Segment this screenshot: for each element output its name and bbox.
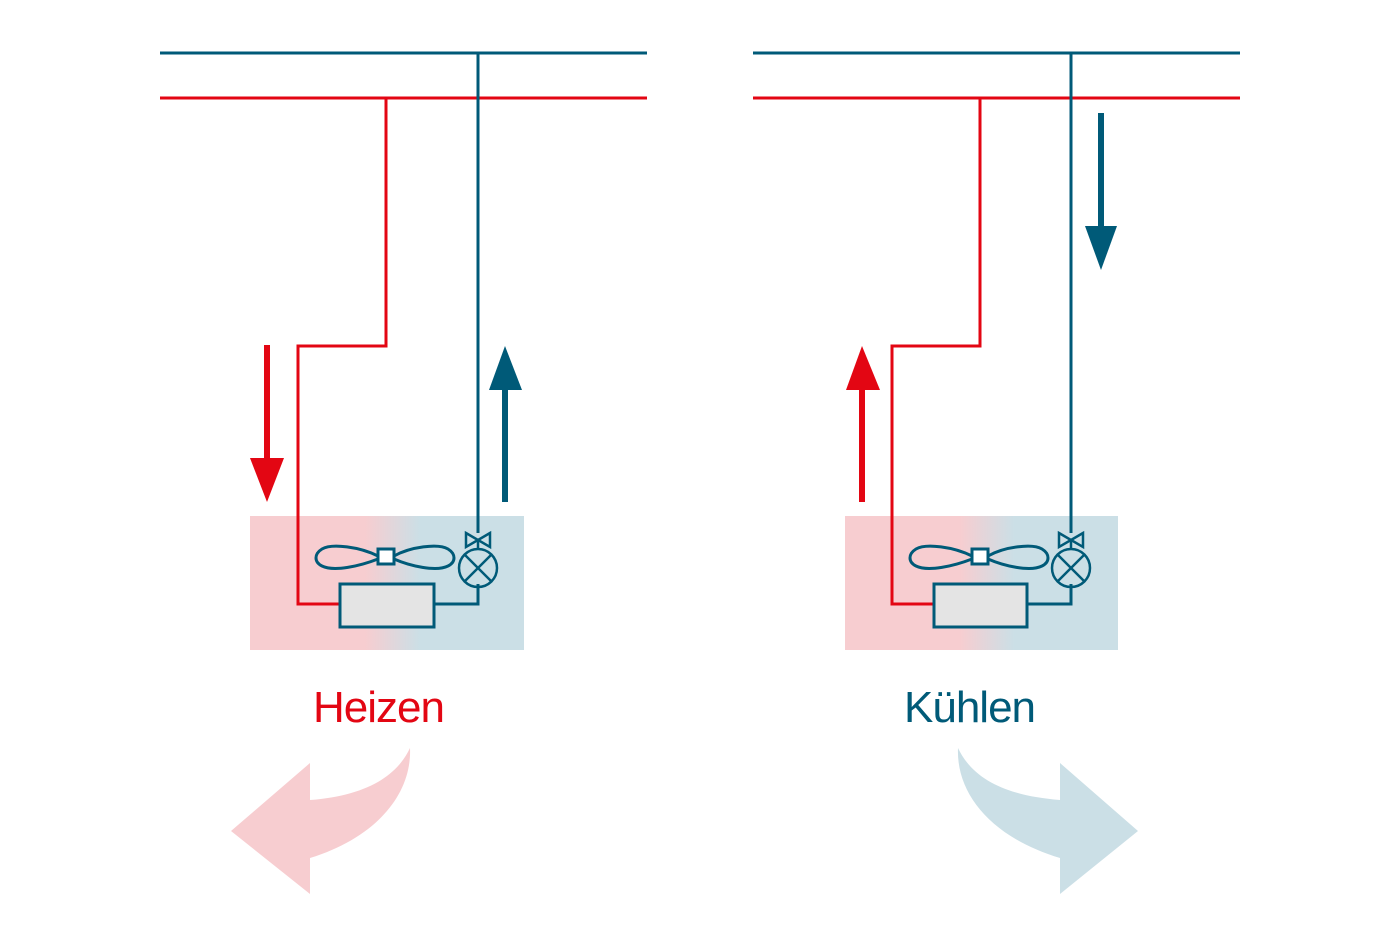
hot-branch-pipe <box>296 98 388 606</box>
valve-to-unit-pipe <box>434 584 480 606</box>
compressor-box <box>338 582 436 629</box>
cold-flow-arrow-up <box>489 346 522 502</box>
hot-flow-arrow-up <box>846 346 880 502</box>
cold-flow-arrow-down <box>1085 113 1117 270</box>
hot-branch-pipe <box>890 98 982 606</box>
hot-flow-arrow-down <box>250 345 284 502</box>
panel-cool <box>753 51 1240 894</box>
air-flow-arrow-right <box>957 748 1138 894</box>
valve-to-unit-pipe <box>1027 584 1073 606</box>
air-flow-arrow-left <box>231 748 411 894</box>
compressor-box <box>932 582 1029 629</box>
heat-mode-label: Heizen <box>313 683 445 732</box>
panel-heat <box>160 51 647 894</box>
expansion-valve-icon <box>457 530 499 589</box>
fan-icon <box>908 544 1050 570</box>
expansion-valve-icon <box>1050 530 1092 589</box>
fan-icon <box>314 544 456 570</box>
cool-mode-label: Kühlen <box>904 683 1036 732</box>
